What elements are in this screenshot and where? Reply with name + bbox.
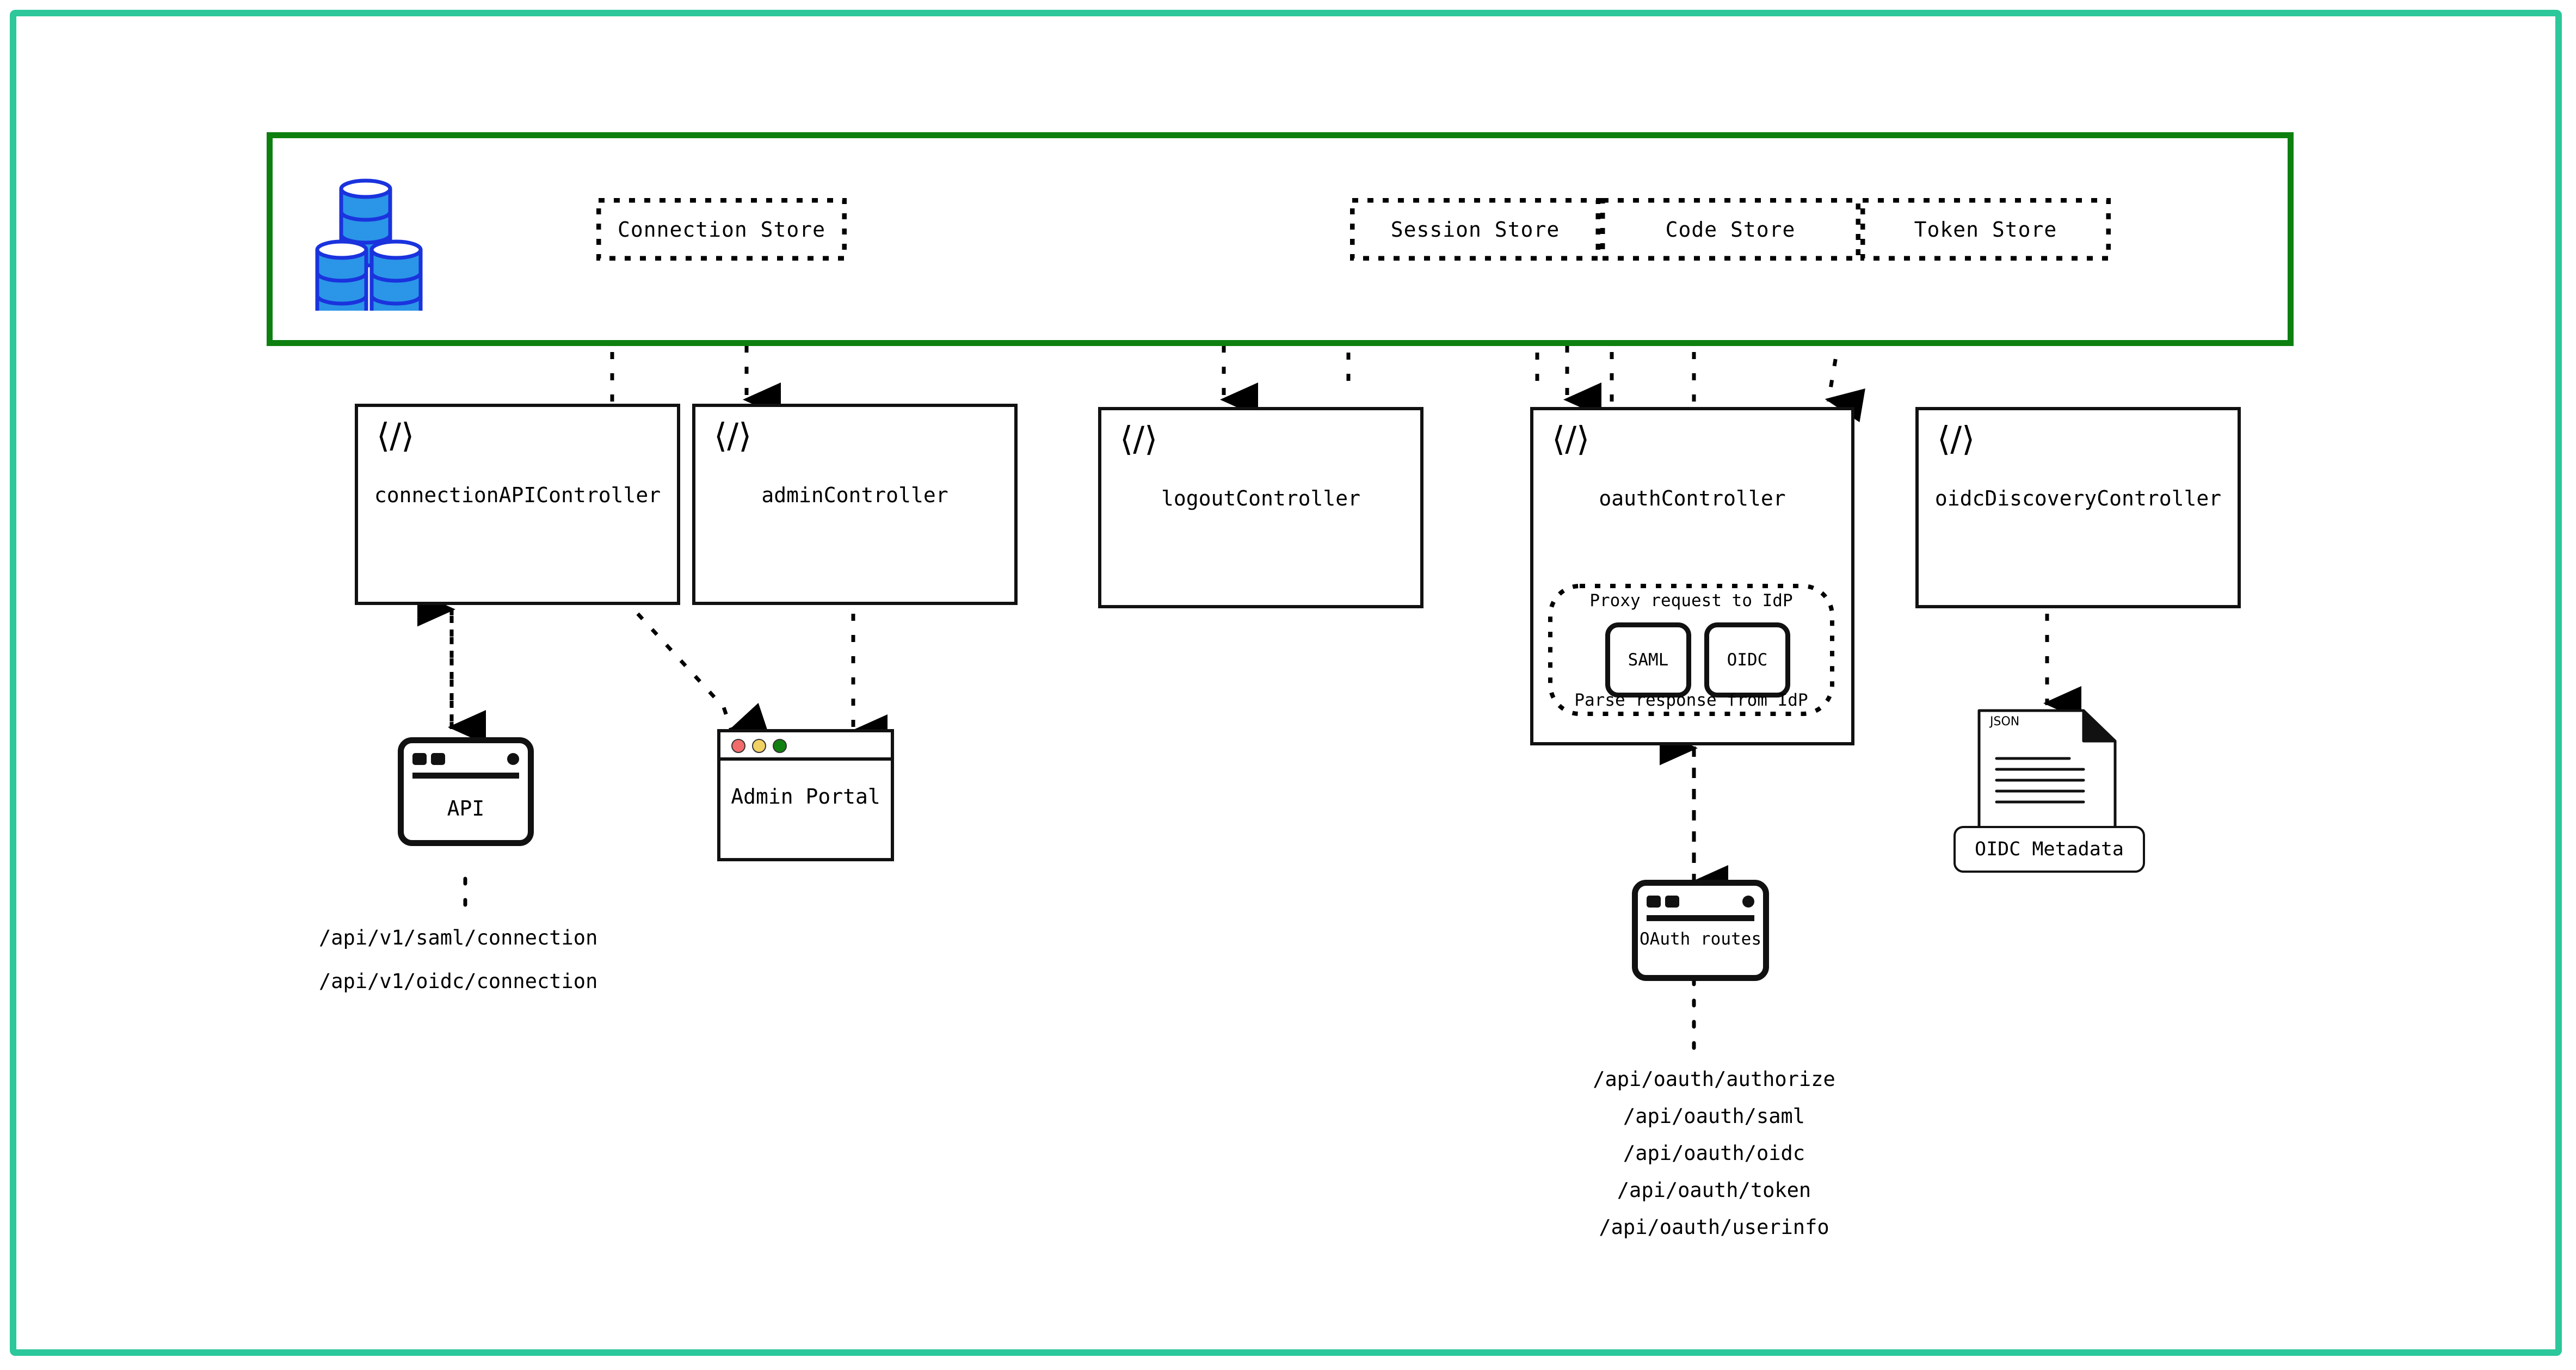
window-titlebar [1647,893,1754,912]
outer-frame-border [10,10,2562,1356]
store-container: Connection Store Session Store Code Stor… [267,132,2294,346]
code-tag-icon: ⟨/⟩ [714,416,752,455]
idp-protocol-saml[interactable]: SAML [1605,622,1691,698]
json-document-icon[interactable] [1977,708,2117,855]
store-box-token-store[interactable]: Token Store [1860,198,2111,261]
connection-endpoint-list: /api/v1/saml/connection /api/v1/oidc/con… [319,919,597,1007]
store-box-code-store[interactable]: Code Store [1600,198,1860,261]
database-stack-icon [315,178,423,311]
controller-card-admin[interactable]: ⟨/⟩ adminController [692,404,1018,605]
store-box-session-store[interactable]: Session Store [1350,198,1600,261]
endpoint-item: /api/oauth/authorize [1593,1067,1835,1091]
controller-label: connectionAPIController [374,483,661,507]
window-dot-one [412,753,427,765]
endpoint-item: /api/oauth/oidc [1623,1141,1805,1165]
window-dot-two [1665,896,1679,908]
code-tag-icon: ⟨/⟩ [1937,419,1975,459]
json-doc-label: JSON [1990,715,2020,729]
code-tag-icon: ⟨/⟩ [377,416,415,455]
admin-portal-window[interactable]: Admin Portal [717,729,894,861]
dashed-border [1860,198,2111,261]
dashed-border [1600,198,1860,261]
oauth-routes-label: OAuth routes [1640,929,1761,949]
window-dot-one [1647,896,1661,908]
endpoint-item: /api/v1/oidc/connection [319,970,598,993]
proxy-dashed-border [1548,584,1834,716]
oidc-metadata-pill[interactable]: OIDC Metadata [1953,826,2145,873]
api-window[interactable]: API [398,737,534,846]
admin-portal-label: Admin Portal [731,785,880,809]
window-dot-right [507,753,519,765]
traffic-light-red [731,739,745,753]
proxy-region: Proxy request to IdP SAML OIDC Parse res… [1548,583,1835,717]
oauth-routes-window[interactable]: OAuth routes [1632,880,1769,981]
controller-label: oidcDiscoveryController [1934,486,2222,510]
store-box-connection-store[interactable]: Connection Store [596,198,847,261]
oidc-metadata-label: OIDC Metadata [1975,838,2124,860]
idp-protocol-label: OIDC [1727,650,1768,670]
traffic-light-yellow [752,739,766,753]
endpoint-item: /api/oauth/token [1617,1178,1811,1202]
oauth-endpoint-list: /api/oauth/authorize /api/oauth/saml /ap… [1567,1061,1861,1246]
window-rule [412,773,519,779]
edge-token-store-to-oauth [1825,281,1871,423]
controller-label: oauthController [1599,486,1786,510]
controller-card-logout[interactable]: ⟨/⟩ logoutController [1098,407,1423,608]
dashed-border [1350,198,1600,261]
controller-label: adminController [761,483,948,507]
window-rule [1647,915,1754,921]
endpoint-item: /api/oauth/userinfo [1599,1215,1829,1239]
traffic-light-green [773,739,787,753]
proxy-top-label: Proxy request to IdP [1589,591,1793,610]
controller-card-oauth[interactable]: ⟨/⟩ oauthController Proxy request to IdP… [1530,407,1854,745]
api-window-label: API [447,797,485,820]
store-label: Code Store [1665,217,1796,242]
proxy-bottom-label: Parse response from IdP [1574,690,1808,710]
window-dot-right [1742,896,1754,908]
store-label: Connection Store [617,217,826,242]
endpoint-item: /api/v1/saml/connection [319,926,598,949]
idp-protocol-label: SAML [1628,650,1669,670]
idp-protocol-oidc[interactable]: OIDC [1704,622,1790,698]
store-label: Token Store [1914,217,2057,242]
window-dot-two [431,753,445,765]
store-label: Session Store [1390,217,1560,242]
portal-titlebar [720,732,891,761]
code-tag-icon: ⟨/⟩ [1552,419,1590,459]
endpoint-item: /api/oauth/saml [1623,1104,1805,1128]
edge-admin-diagonal-to-portal [636,612,769,736]
controller-card-connection-api[interactable]: ⟨/⟩ connectionAPIController [355,404,680,605]
dashed-border [596,198,847,261]
controller-label: logoutController [1161,486,1361,510]
controller-card-oidc-discovery[interactable]: ⟨/⟩ oidcDiscoveryController [1915,407,2241,608]
window-titlebar [412,751,519,769]
code-tag-icon: ⟨/⟩ [1120,419,1158,459]
